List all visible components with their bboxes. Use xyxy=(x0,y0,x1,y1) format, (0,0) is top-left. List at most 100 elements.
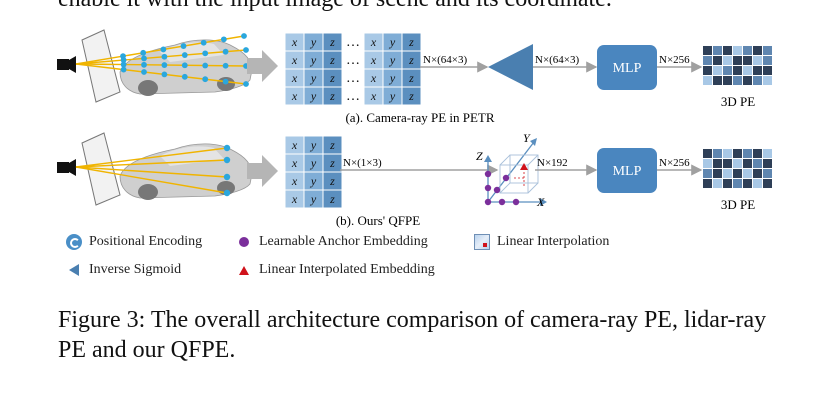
pe-cell xyxy=(713,46,722,55)
ray-point xyxy=(200,39,207,46)
pe-cell xyxy=(723,159,732,168)
ray-point xyxy=(180,43,187,49)
ray-point xyxy=(243,47,249,53)
matrix-cell-label: y xyxy=(389,35,396,49)
matrix-cell xyxy=(322,86,343,106)
matrix-cell-label: z xyxy=(329,35,335,49)
matrix-cell-label: x xyxy=(291,174,298,188)
label-matrix-out-a: N×(64×3) xyxy=(423,54,468,66)
car-icon-b xyxy=(119,143,253,200)
ray-point xyxy=(181,62,188,69)
matrix-cell-label: x xyxy=(291,156,298,170)
pe-cell xyxy=(753,149,762,158)
pe-cell xyxy=(763,169,772,178)
pe-cell xyxy=(703,66,712,75)
matrix-cell-label: y xyxy=(389,53,396,67)
pe-cell xyxy=(743,159,752,168)
matrix-cell xyxy=(401,86,422,106)
matrix-ellipsis: … xyxy=(346,35,360,50)
pe-cell xyxy=(743,46,752,55)
pe-cell xyxy=(723,46,732,55)
pe-cell xyxy=(763,56,772,65)
caption-b: (b). Ours' QFPE xyxy=(336,213,420,228)
pe-cell xyxy=(723,66,732,75)
pe-cell xyxy=(743,149,752,158)
matrix-cell-label: y xyxy=(310,156,317,170)
image-plane-a xyxy=(81,29,121,103)
legend-linear-interpolation: Linear Interpolation xyxy=(474,234,609,250)
pe-cell xyxy=(733,76,742,85)
label-interp-out-b: N×192 xyxy=(537,157,568,169)
ray-point xyxy=(181,73,188,80)
matrix-cell-label: y xyxy=(310,35,317,49)
figure-caption: Figure 3: The overall architecture compa… xyxy=(58,307,767,363)
axis-z-label: Z xyxy=(476,149,483,163)
matrix-cell-label: y xyxy=(310,71,317,85)
ray-points-a xyxy=(120,33,249,87)
caption-a: (a). Camera-ray PE in PETR xyxy=(345,110,494,125)
ray-end-points-b xyxy=(223,144,231,197)
matrix-cell-label: z xyxy=(408,71,414,85)
mlp-label-b: MLP xyxy=(613,164,642,179)
mlp-block-b xyxy=(597,148,657,193)
ray-point xyxy=(120,66,127,73)
matrix-cell-label: z xyxy=(329,192,335,206)
matrix-cell-label: x xyxy=(370,53,377,67)
matrix-cell-label: x xyxy=(291,138,298,152)
matrix-cell-label: x xyxy=(291,35,298,49)
pe-cell xyxy=(723,56,732,65)
camera-icon-a xyxy=(57,56,76,73)
pe-cell xyxy=(723,149,732,158)
matrix-cell-label: z xyxy=(408,53,414,67)
label-mlp-out-b: N×256 xyxy=(659,157,690,169)
pe-cell xyxy=(713,56,722,65)
matrix-ellipsis: … xyxy=(346,53,360,68)
ray-point xyxy=(160,46,167,53)
pe-cell xyxy=(753,56,762,65)
big-arrow-b xyxy=(247,155,278,187)
ray-point xyxy=(141,61,147,68)
ray-point xyxy=(202,50,209,57)
matrix-cell-label: z xyxy=(329,89,335,103)
pe-cell xyxy=(713,179,722,188)
ray-point xyxy=(120,61,127,68)
triangle-up-icon xyxy=(239,265,249,275)
pe-cell xyxy=(763,66,772,75)
matrix-cell-label: z xyxy=(408,35,414,49)
matrix-cell xyxy=(322,189,343,209)
pe-cell xyxy=(753,46,762,55)
matrix-ellipsis: … xyxy=(346,89,360,104)
matrix-cell-label: y xyxy=(389,89,396,103)
pe-cell xyxy=(733,46,742,55)
pe-cell xyxy=(743,56,752,65)
pe-cell xyxy=(743,66,752,75)
pe-cell xyxy=(733,66,742,75)
pe-cell xyxy=(703,56,712,65)
ray-point xyxy=(222,62,229,69)
pe-cell xyxy=(703,169,712,178)
pe-cell xyxy=(753,76,762,85)
rays-b xyxy=(75,147,228,194)
matrix-cell-label: y xyxy=(310,53,317,67)
matrix-cell-label: z xyxy=(329,174,335,188)
legend-positional-encoding: Positional Encoding xyxy=(66,234,202,250)
pe-cell xyxy=(713,76,722,85)
pe-cell xyxy=(763,179,772,188)
legend-learnable-anchor: Learnable Anchor Embedding xyxy=(236,234,428,250)
matrix-cell-label: x xyxy=(291,53,298,67)
ray-point xyxy=(202,62,209,69)
legend-label: Positional Encoding xyxy=(89,234,203,249)
anchor-dot-icon xyxy=(239,237,249,247)
pe-cell xyxy=(703,46,712,55)
pe-cell xyxy=(723,179,732,188)
pe-cell xyxy=(733,169,742,178)
ray-point xyxy=(161,53,168,60)
ray-point xyxy=(241,33,247,39)
ray-point xyxy=(222,48,229,55)
mlp-block-a xyxy=(597,45,657,90)
pe-cell xyxy=(713,149,722,158)
matrix-cell-label: y xyxy=(389,71,396,85)
pe-cell xyxy=(733,179,742,188)
